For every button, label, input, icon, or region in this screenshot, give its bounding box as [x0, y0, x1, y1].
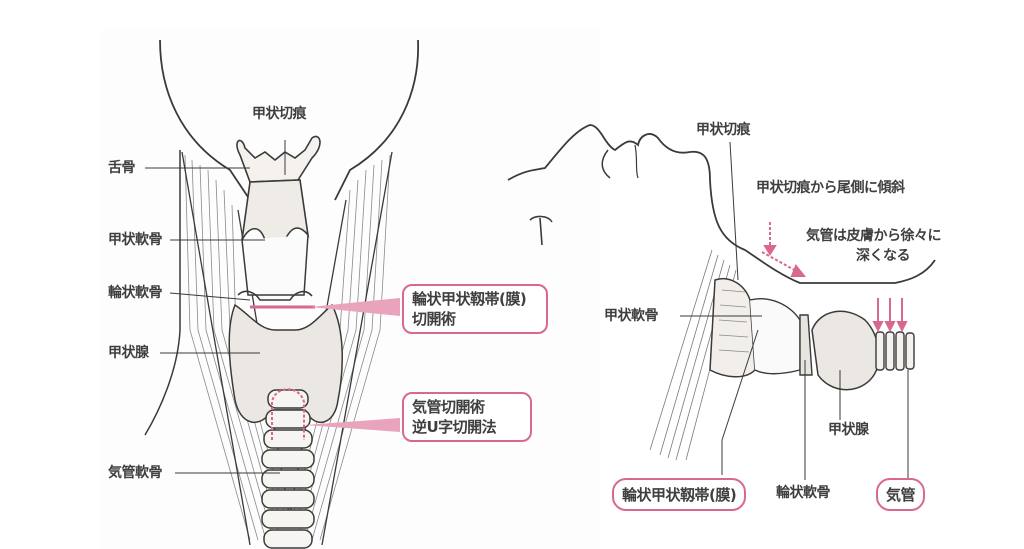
label-thyroid-notch-lateral: 甲状切痕 — [696, 122, 751, 138]
callout-tracheotomy: 気管切開術 逆U字切開法 — [402, 392, 532, 442]
lateral-neck-diagram: 甲状切痕 甲状切痕から尾側に傾斜 気管は皮膚から徐々に 深くなる 甲状軟骨 甲状… — [500, 30, 980, 549]
label-tracheal-cartilage: 気管軟骨 — [108, 465, 163, 481]
label-cricoid-cartilage: 輪状軟骨 — [108, 285, 163, 301]
label-cricoid-cartilage-lateral: 輪状軟骨 — [776, 485, 831, 501]
note-slope: 甲状切痕から尾側に傾斜 — [756, 180, 905, 196]
label-thyroid-cartilage-lateral: 甲状軟骨 — [604, 308, 659, 324]
label-trachea: 気管 — [876, 478, 926, 511]
callout-cricothyrotomy-line2: 切開術 — [412, 310, 456, 328]
label-thyroid-gland-lateral: 甲状腺 — [828, 422, 869, 438]
callout-tracheotomy-line2: 逆U字切開法 — [412, 418, 497, 436]
lateral-neck-illustration — [507, 124, 936, 480]
label-thyroid-cartilage: 甲状軟骨 — [108, 232, 163, 248]
label-cricothyroid-ligament: 輪状甲状靱帯(膜) — [612, 478, 747, 511]
frontal-neck-illustration — [144, 39, 419, 549]
callout-cricothyrotomy: 輪状甲状靱帯(膜) 切開術 — [402, 284, 548, 334]
callout-cricothyrotomy-line1: 輪状甲状靱帯(膜) — [412, 290, 527, 308]
callout-tracheotomy-line1: 気管切開術 — [412, 398, 485, 416]
note-depth-line1: 気管は皮膚から徐々に — [806, 228, 942, 244]
label-hyoid: 舌骨 — [108, 160, 136, 176]
note-depth-line2: 深くなる — [856, 248, 911, 264]
frontal-neck-diagram: 甲状切痕 舌骨 甲状軟骨 輪状軟骨 甲状腺 気管軟骨 輪状甲状靱帯(膜) 切開術… — [100, 30, 600, 549]
label-thyroid-gland: 甲状腺 — [108, 345, 149, 361]
label-thyroid-notch: 甲状切痕 — [252, 106, 307, 122]
